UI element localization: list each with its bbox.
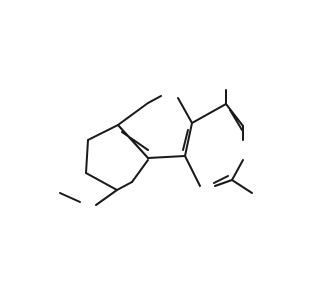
bond [147,95,162,104]
bond [85,172,118,191]
bond [231,159,244,181]
bond [184,122,193,157]
bond [214,179,233,187]
bond [231,179,253,194]
bond [85,139,89,174]
bond [131,159,149,183]
bond [191,103,227,124]
bond [213,175,229,184]
bond [182,129,189,151]
bond [229,109,243,131]
bond [121,131,149,151]
bond [95,189,118,206]
bond [147,155,186,159]
structure-diagram [59,89,253,206]
bond [184,155,201,187]
bond [117,124,149,159]
bond [116,181,133,191]
bond [59,192,81,203]
molecule-canvas [59,89,253,206]
bond [225,103,244,127]
bond [87,124,119,141]
bond [177,97,193,124]
bonds [59,89,253,206]
bond [117,102,149,126]
